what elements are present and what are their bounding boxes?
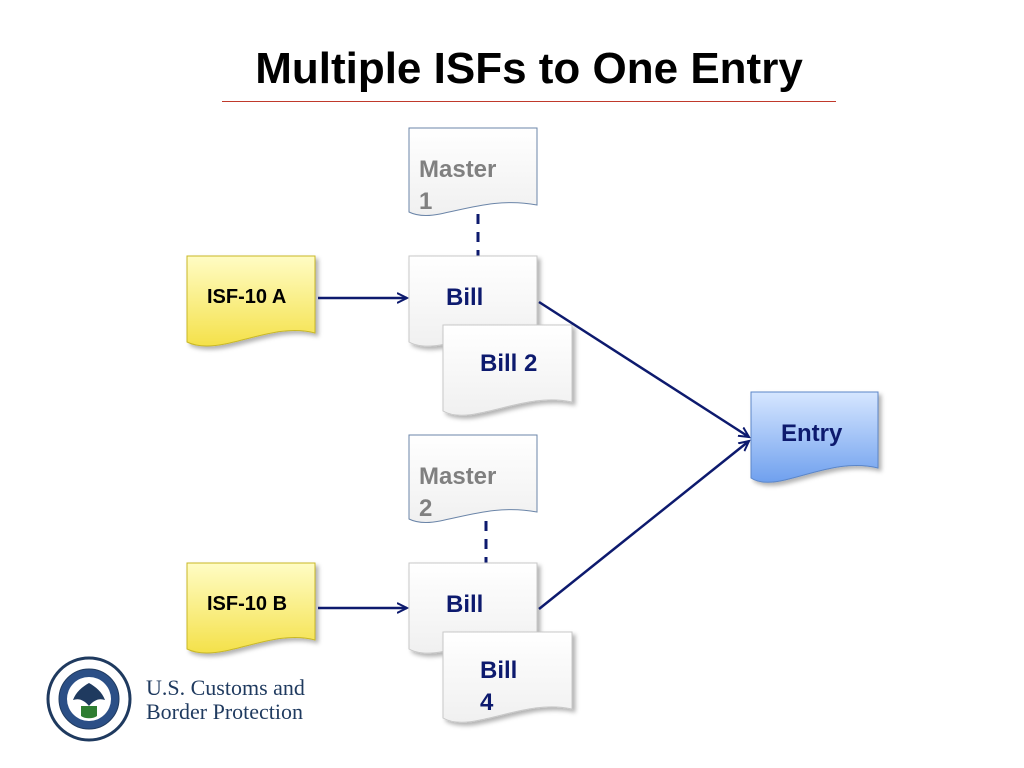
bill-3-label: Bill 3	[446, 591, 484, 618]
cbp-wordmark-line-2: Border Protection	[146, 699, 304, 724]
title-divider	[222, 101, 836, 102]
bill-1-to-entry-arrow	[538, 300, 749, 437]
cbp-wordmark-line-1: U.S. Customs and	[146, 675, 305, 700]
entry-document	[750, 391, 879, 483]
page-title: Multiple ISFs to One Entry	[255, 44, 803, 93]
bill-4-document	[442, 631, 573, 723]
master-1-label: Master 1	[419, 156, 497, 215]
master-2-document	[408, 434, 538, 523]
bill-2-document	[442, 324, 573, 416]
isf-10-b-label: ISF-10 B	[207, 593, 288, 615]
isf-10-a-label: ISF-10 A	[207, 286, 287, 308]
master-1-document	[408, 127, 538, 216]
cbp-wordmark: U.S. Customs and Border Protection	[146, 676, 305, 724]
bill-2-label: Bill 2	[480, 350, 538, 377]
isf-10-a-document	[186, 255, 316, 347]
dhs-seal-logo	[46, 656, 132, 742]
master-2-label: Master 2	[419, 463, 497, 522]
bill-3-to-entry-arrow	[538, 441, 749, 610]
isf-10-b-document	[186, 562, 316, 654]
bill-1-label: Bill 1	[446, 284, 484, 311]
bill-4-label: Bill 4	[480, 657, 518, 716]
entry-label: Entry	[781, 420, 843, 447]
